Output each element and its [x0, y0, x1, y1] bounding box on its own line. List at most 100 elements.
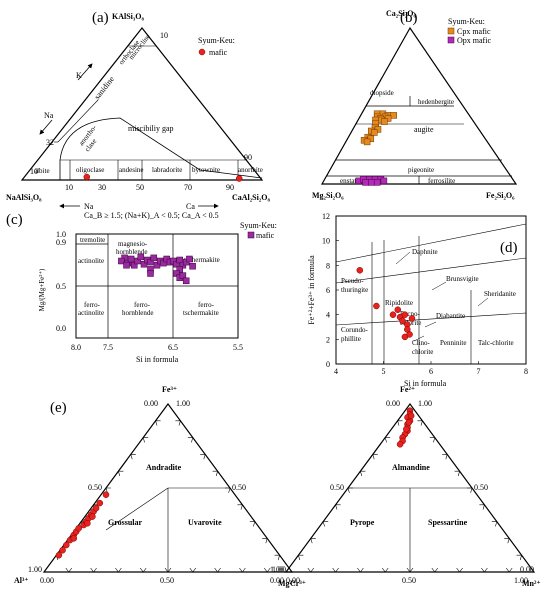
panel-a: (a) KAlSi₃O₈ NaAlSi₃O₈ CaAl₂Si₂O₈ orthoc… [6, 10, 270, 211]
left-ternary-ticks [56, 420, 281, 573]
arrow-k-label: K [76, 71, 82, 80]
d-ytick-label: 2 [326, 335, 330, 344]
garnet-right-point [407, 412, 415, 420]
tick-b-30: 30 [98, 183, 106, 192]
label-magnesio: magnesio- [118, 240, 148, 248]
apex-ca2si2o6: Ca₂Si₂O₆ [386, 9, 416, 18]
garnet-left-point [75, 525, 82, 532]
label-ferro-2: ferro- [134, 301, 151, 309]
d-xtick-label: 5 [382, 367, 386, 376]
ternary-tick [263, 567, 271, 573]
arrow-na-bottom-label: Na [84, 202, 94, 211]
ternary-tick [105, 487, 111, 493]
cpx-point [390, 112, 397, 119]
c-xtick-7.5: 7.5 [103, 343, 113, 352]
d-ytick-label: 0 [326, 360, 330, 369]
ternary-tick [274, 554, 281, 561]
ternary-tick [516, 554, 522, 561]
c-xtick-8.0: 8.0 [71, 343, 81, 352]
ternary-tick [139, 567, 147, 573]
amphibole-point [173, 270, 180, 277]
right-apex-fe2: Fe²⁺ [400, 385, 415, 394]
d-xtick-label: 7 [477, 367, 481, 376]
label-ferrosilite: ferrosilite [428, 177, 455, 185]
ternary-tick [142, 437, 149, 443]
tick-b-90: 90 [226, 183, 234, 192]
arrow-k [77, 63, 93, 81]
label-sheridanite: Sheridanite [484, 290, 516, 298]
label-almandine: Almandine [392, 463, 430, 472]
opx-point [368, 179, 375, 186]
legend-c-title: Syum-Keu: [240, 221, 277, 230]
right-tick-l2: 0.00 [286, 576, 300, 585]
label-corundo: Corundo- [341, 326, 369, 334]
ternary-tick [65, 567, 73, 573]
label-andesine: andesine [119, 166, 144, 174]
d-ylabel: Fe⁺²+Fe³⁺ in formula [307, 255, 316, 325]
d-xtick-label: 6 [429, 367, 433, 376]
ternary-tick [164, 567, 172, 573]
label-pseudo: Pseudo- [341, 277, 364, 285]
right-apex-mg2: Mg²⁺ [278, 579, 296, 588]
label-pigeonite: pigeonite [408, 166, 434, 174]
amphibole-point [118, 257, 125, 265]
chlorite-point [401, 311, 409, 318]
ternary-tick [454, 470, 461, 477]
c-ytick-0.5: 0.5 [56, 282, 66, 291]
garnet-left-point [92, 504, 100, 512]
ternary-tick [262, 538, 268, 544]
left-tick-r2: 0.00 [270, 576, 284, 585]
ternary-tick [130, 454, 136, 460]
chlorite-point [399, 317, 406, 325]
cpx-point [363, 138, 371, 146]
c-xlabel: Si in formula [136, 355, 179, 364]
right-tick-top-a: 0.00 [386, 399, 400, 408]
right-tick-bottom-mid: 0.50 [402, 576, 416, 585]
ternary-tick [456, 567, 463, 573]
ternary-tick [187, 437, 194, 443]
ternary-tick [200, 454, 206, 460]
ternary-tick [397, 420, 403, 426]
legend-opx-marker [447, 36, 455, 44]
chlorite-point [373, 302, 380, 310]
c-xtick-5.5: 5.5 [233, 343, 243, 352]
opx-point [380, 177, 388, 185]
legend-cpx-label: Cpx mafic [457, 27, 491, 36]
garnet-left-point [102, 491, 110, 498]
miscibility-boundary [59, 117, 263, 180]
anorthoclase-line [57, 99, 99, 143]
panel-e-letter: (e) [50, 400, 67, 416]
label-brunsvigite: Brunsvigite [446, 275, 479, 283]
arrow-na-left [39, 119, 53, 135]
label-hornblende: hornblende [116, 248, 148, 256]
tick-b-10: 10 [65, 183, 73, 192]
panel-d-points [356, 267, 416, 341]
ternary-tick [479, 504, 485, 510]
ternary-tick [155, 420, 161, 426]
panel-a-points [83, 173, 243, 182]
sheridanite-leader [477, 297, 489, 307]
label-clino: Clino- [412, 339, 431, 347]
amphibole-point [123, 261, 130, 269]
opx-point [362, 179, 369, 186]
d-ytick-label: 10 [322, 237, 330, 246]
tick-left-32: 32 [46, 138, 54, 147]
arrow-ca-label: Ca [186, 202, 195, 211]
ternary-tick [332, 567, 339, 573]
amphibole-point [179, 272, 187, 279]
left-tick-l2: 0.00 [40, 576, 54, 585]
chlorite-point [394, 306, 402, 313]
panel-e: (e) Fe³⁺ Al³⁺ Cr³⁺ 0.00 1.00 0.50 0.50 1… [14, 385, 541, 588]
left-apex-fe3: Fe³⁺ [162, 385, 177, 394]
left-tick-mid-l: 0.50 [88, 483, 102, 492]
left-tick-mid-r: 0.50 [232, 483, 246, 492]
c-ytick-0.9: 0.9 [56, 238, 66, 247]
ternary-tick [297, 554, 304, 561]
opx-point [373, 179, 381, 186]
ternary-tick [249, 521, 256, 527]
ternary-tick [431, 567, 439, 573]
d-ytick-label: 4 [326, 311, 330, 320]
c-ylabel: Mg/(Mg+Fe²⁺) [38, 268, 46, 311]
cpx-point [381, 118, 388, 125]
